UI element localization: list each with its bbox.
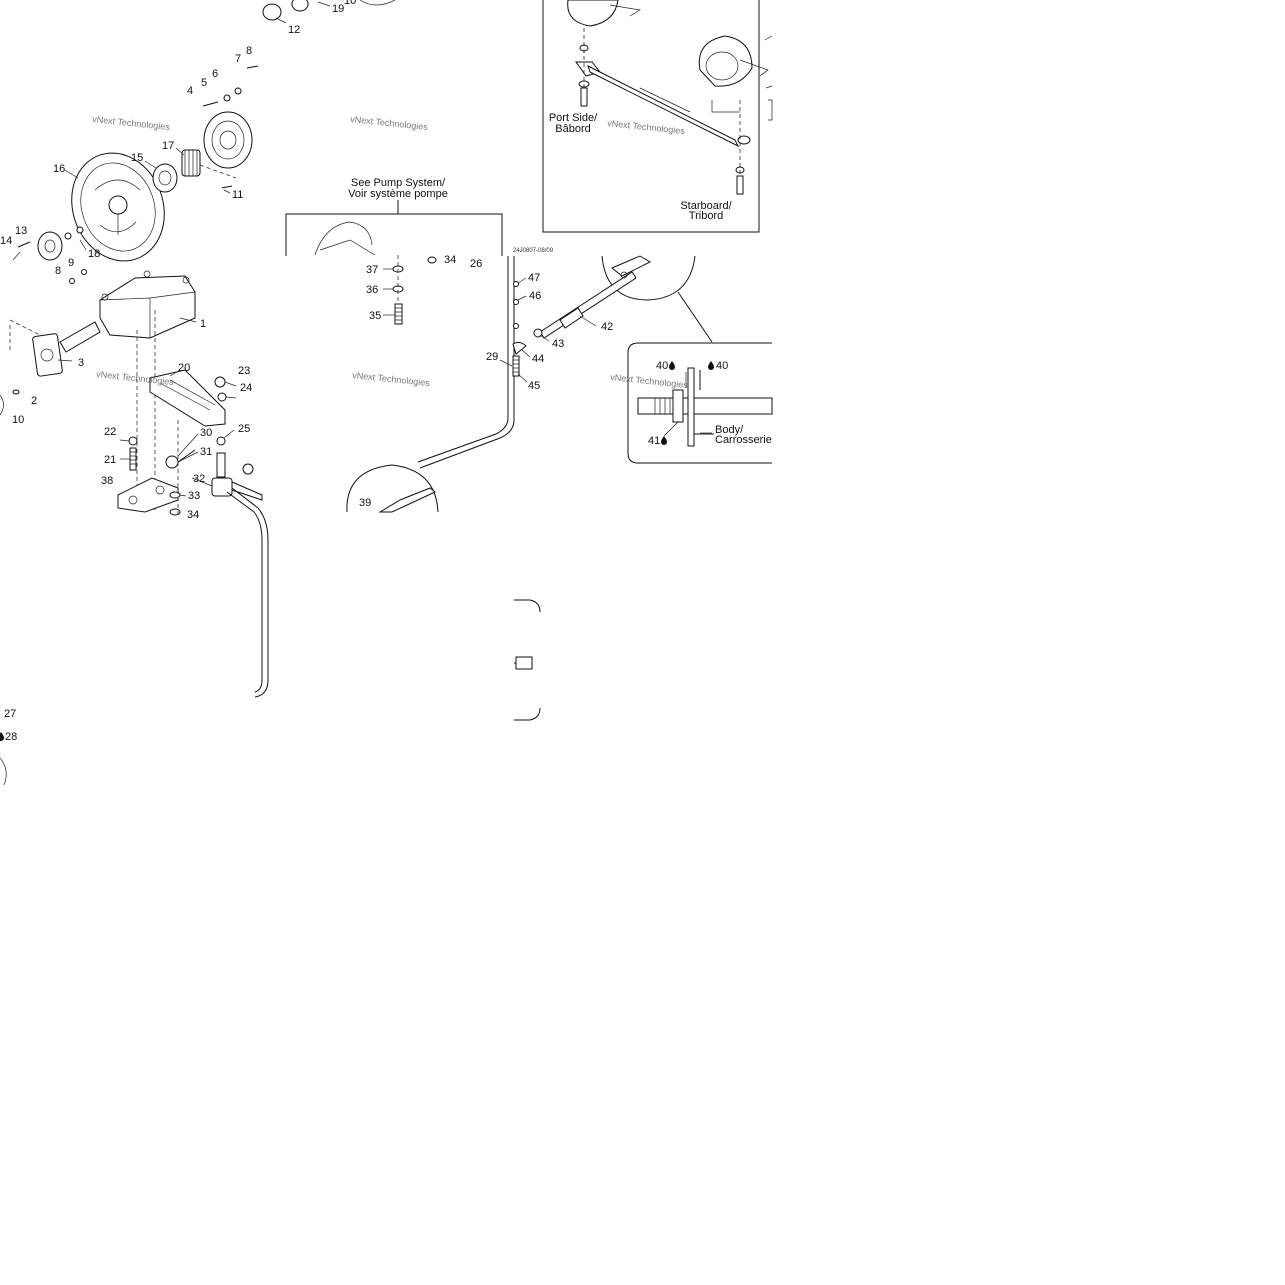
leader-lines	[12, 1, 712, 497]
callout-15: 15	[131, 152, 143, 164]
body-detail-box	[627, 342, 773, 464]
steering-wheel-assembly	[17, 0, 396, 284]
drawing-reference: 24J0807-08/09	[513, 248, 554, 254]
callout-10-top: 10	[344, 0, 356, 7]
port-side-label-line1: Port Side/	[549, 112, 598, 124]
callout-13: 13	[15, 225, 27, 237]
callout-28: 28	[5, 731, 17, 743]
steering-cable-sheath	[226, 491, 263, 693]
callout-41: 41	[648, 435, 660, 447]
sealant-drop-icons	[0, 361, 714, 741]
callout-36: 36	[366, 284, 378, 296]
watermark: vNext Technologies	[350, 114, 429, 132]
callout-7: 7	[235, 53, 241, 65]
callout-14: 14	[0, 235, 12, 247]
callout-2: 2	[31, 395, 37, 407]
callout-30: 30	[200, 427, 212, 439]
callout-39: 39	[359, 497, 371, 509]
callout-10-mid: 10	[12, 414, 24, 426]
callout-8-mid: 8	[55, 265, 61, 277]
callout-45: 45	[528, 380, 540, 392]
callout-43: 43	[552, 338, 564, 350]
steering-bracket-assembly	[117, 369, 263, 516]
callout-8-top: 8	[246, 45, 252, 57]
body-label-line1: Body/	[715, 424, 744, 436]
callout-numbers: 1 2 3 4 5 6 7 8 8 9 10 10 11 12 13 14 15…	[0, 0, 728, 743]
steering-column-housing	[0, 270, 196, 510]
port-side-label-line2: Bâbord	[555, 123, 590, 135]
watermark: vNext Technologies	[92, 114, 171, 132]
starboard-label-line1: Starboard/	[680, 200, 732, 212]
callout-40-left: 40	[656, 360, 668, 372]
lower-cable-detail	[0, 599, 541, 786]
callout-12: 12	[288, 24, 300, 36]
watermark: vNext Technologies	[352, 370, 431, 388]
callout-47: 47	[528, 272, 540, 284]
callout-9: 9	[68, 257, 74, 269]
watermark: vNext Technologies	[607, 118, 686, 136]
callout-23: 23	[238, 365, 250, 377]
callout-32: 32	[193, 473, 205, 485]
sealant-drop-icon	[0, 732, 4, 741]
callout-34-mid: 34	[444, 254, 456, 266]
callout-11: 11	[232, 189, 243, 201]
callout-33: 33	[188, 490, 200, 502]
watermark: vNext Technologies	[96, 369, 175, 387]
callout-1: 1	[200, 318, 206, 330]
callout-42: 42	[601, 321, 613, 333]
callout-35: 35	[369, 310, 381, 322]
callout-40-right: 40	[716, 360, 728, 372]
callout-21: 21	[104, 454, 116, 466]
steering-cable	[231, 487, 269, 698]
watermark: vNext Technologies	[610, 372, 689, 390]
callout-22: 22	[104, 426, 116, 438]
body-label-line2: Carrosserie	[715, 434, 772, 446]
callout-34-left: 34	[187, 509, 199, 521]
callout-25: 25	[238, 423, 250, 435]
callout-46: 46	[529, 290, 541, 302]
callout-3: 3	[78, 357, 84, 369]
sealant-drop-icon	[669, 361, 675, 370]
nozzle-panel	[542, 0, 773, 233]
callout-16: 16	[53, 163, 65, 175]
callout-24: 24	[240, 382, 252, 394]
sealant-drop-icon	[661, 436, 667, 445]
annotations: See Pump System/ Voir système pompe Port…	[348, 112, 772, 446]
callout-6: 6	[212, 68, 218, 80]
callout-31: 31	[200, 446, 212, 458]
callout-5: 5	[201, 77, 207, 89]
callout-17: 17	[162, 140, 174, 152]
pump-system-note-line1: See Pump System/	[351, 177, 446, 189]
callout-20: 20	[178, 362, 190, 374]
callout-38: 38	[101, 475, 113, 487]
callout-19: 19	[332, 3, 344, 15]
callout-26: 26	[470, 258, 482, 270]
callout-18: 18	[88, 248, 100, 260]
sealant-drop-icon	[708, 361, 714, 370]
callout-44: 44	[532, 353, 544, 365]
callout-37: 37	[366, 264, 378, 276]
callout-29: 29	[486, 351, 498, 363]
pump-system-box	[285, 200, 515, 513]
cable-end-assembly	[512, 255, 713, 377]
callout-4: 4	[187, 85, 193, 97]
watermarks: vNext Technologies vNext Technologies vN…	[92, 114, 689, 390]
callout-27: 27	[4, 708, 16, 720]
starboard-label-line2: Tribord	[689, 210, 723, 222]
pump-system-note-line2: Voir système pompe	[348, 188, 448, 200]
